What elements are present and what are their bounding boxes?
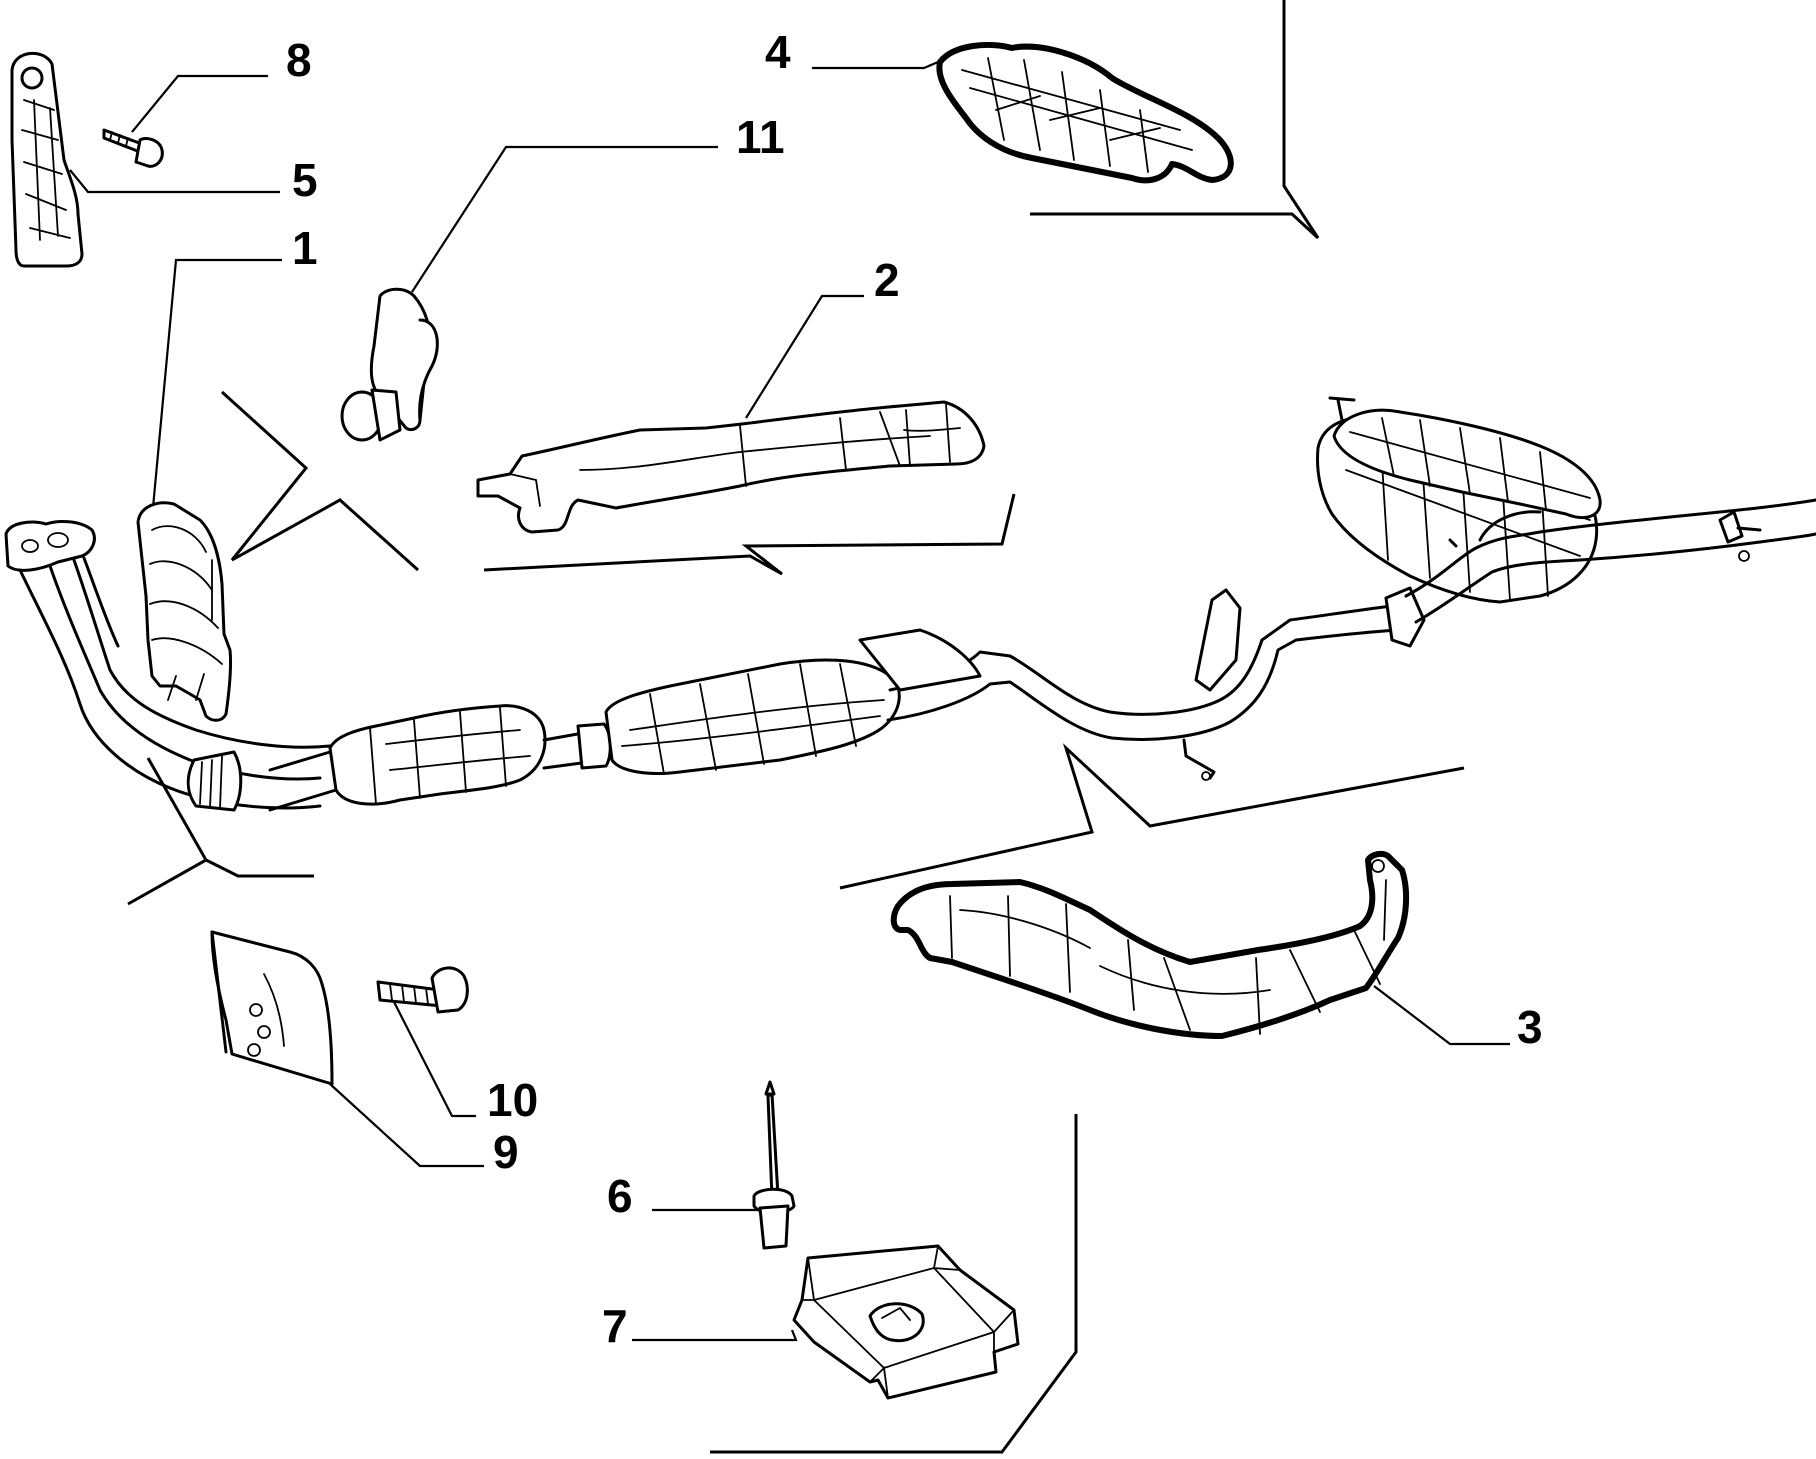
guide-line-2 [483,493,1016,576]
leader-line-4 [812,60,939,70]
rear-clamp [1384,586,1426,648]
leader-line-5 [69,169,280,194]
leader-line-10 [389,993,476,1118]
guide-line-4 [1030,0,1320,240]
part-9-heat-shield-plate [210,930,334,1086]
flex-joint [186,750,243,812]
callout-label-5: 5 [292,154,318,206]
leader-line-6 [652,1203,767,1212]
leader-line-11 [411,145,718,293]
leader-line-7 [632,1329,798,1342]
callout-label-3: 3 [1517,1001,1543,1053]
guide-line-7 [710,1114,1078,1454]
part-7-protective-plate [792,1244,1020,1400]
catalytic-converter-main [604,658,901,775]
assembly-guide-lines [127,0,1465,1454]
part-6-rivet [752,1080,796,1250]
guide-line-1-lower [127,757,314,906]
callout-label-1: 1 [292,222,318,274]
guide-line-1-upper [220,390,420,572]
callout-label-10: 10 [487,1074,538,1126]
leader-line-9 [329,1083,484,1168]
callout-label-8: 8 [286,34,312,86]
callout-label-7: 7 [602,1300,628,1352]
downpipe-flange [4,520,96,572]
leader-line-2 [745,294,864,419]
callout-label-6: 6 [607,1170,633,1222]
callout-label-11: 11 [736,111,785,163]
leader-line-1 [148,258,282,541]
part-3-mid-heat-shield [890,850,1410,1039]
callout-label-4: 4 [765,26,791,78]
callout-label-2: 2 [874,254,900,306]
guide-line-3 [839,743,1465,890]
part-4-rear-heat-shield [936,41,1234,184]
part-11-rubber-hanger [340,287,439,442]
part-2-tunnel-heat-shield [476,400,986,534]
catalytic-converter-front [328,704,547,806]
exhaust-pipe-assembly [4,396,1816,812]
part-5-bracket [10,51,84,268]
callout-label-9: 9 [493,1126,519,1178]
leader-lines [69,60,1510,1342]
mid-pipe-hanger-plate [1194,588,1242,692]
leader-line-3 [1373,985,1510,1046]
part-8-bolt [102,128,164,168]
part-1-front-heat-shield [136,501,233,722]
part-10-screw [376,966,469,1014]
leader-line-8 [131,74,268,133]
